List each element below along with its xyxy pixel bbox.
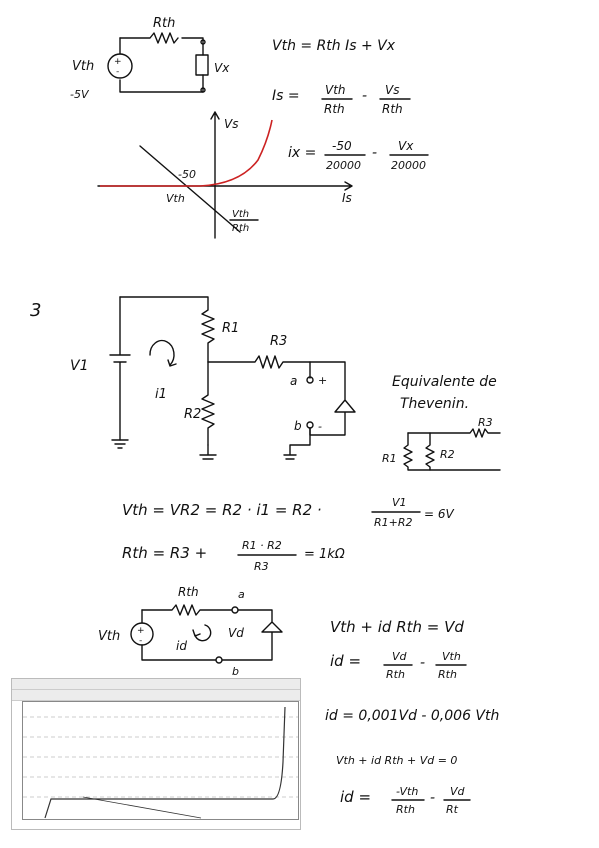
bottom-minus: - xyxy=(139,636,142,646)
top-eq3-den2: 20000 xyxy=(391,159,426,172)
bottom-eq2-num1: Vd xyxy=(392,650,408,663)
bottom-eq2-den2: Rth xyxy=(438,668,457,681)
v1-label: V1 xyxy=(70,358,88,374)
bottom-eq1: Vth + id Rth = Vd xyxy=(330,618,464,636)
sim-toolbar-2 xyxy=(12,690,300,701)
bottom-eq5-den1: Rth xyxy=(396,803,415,816)
sim-load-line xyxy=(82,796,202,819)
graph-vth-label: Vth xyxy=(166,192,185,205)
sim-toolbar xyxy=(12,679,300,690)
bottom-a-label: a xyxy=(238,588,245,601)
sim-iv-trace xyxy=(44,706,286,819)
eq-vth-den: R1+R2 xyxy=(374,516,413,529)
bottom-rth-label: Rth xyxy=(178,585,199,599)
thev-r1-label: R1 xyxy=(382,452,397,465)
middle-equations: Vth = VR2 = R2 · i1 = R2 · V1 R1+R2 = 6V… xyxy=(122,496,455,573)
red-iv-curve xyxy=(100,119,273,187)
bottom-vth-label: Vth xyxy=(98,629,120,644)
bottom-eq5-num1: -Vth xyxy=(396,785,418,798)
bottom-eq5-lhs: id = xyxy=(340,788,371,806)
section-number: 3 xyxy=(30,300,41,321)
bottom-eq2-num2: Vth xyxy=(442,650,461,663)
thevenin-title-2: Thevenin. xyxy=(400,396,469,412)
top-vx-label: Vx xyxy=(214,61,230,75)
top-eq3-den1: 20000 xyxy=(326,159,361,172)
sim-plot-area xyxy=(22,701,299,820)
top-rth-label: Rth xyxy=(153,16,175,31)
graph-minus50-label: -50 xyxy=(178,168,196,181)
top-eq2-lhs: Is = xyxy=(272,88,300,104)
eq-rth-den: R3 xyxy=(254,560,269,573)
r3-label: R3 xyxy=(270,334,287,349)
bottom-eq2-lhs: id = xyxy=(330,652,361,670)
r2-label: R2 xyxy=(184,407,201,422)
node-a-label: a xyxy=(290,374,297,388)
simulation-screenshot xyxy=(11,678,301,830)
sim-plot-svg xyxy=(23,706,298,819)
eq-rth-num: R1 · R2 xyxy=(242,539,282,552)
top-graph: Vs Is -50 Vth Vth Rth xyxy=(97,111,353,239)
bottom-eq4: Vth + id Rth + Vd = 0 xyxy=(336,754,457,767)
graph-vth-over-label: Vth xyxy=(232,209,249,220)
top-equations: Vth = Rth Is + Vx Is = Vth Rth - Vs Rth … xyxy=(272,38,429,172)
eq-vth-num: V1 xyxy=(392,496,407,509)
graph-vs-label: Vs xyxy=(224,117,238,131)
bottom-eq5-den2: Rt xyxy=(446,803,459,816)
bottom-eq2-den1: Rth xyxy=(386,668,405,681)
i1-label: i1 xyxy=(155,387,167,402)
thev-r3-label: R3 xyxy=(478,416,493,429)
bottom-b-label: b xyxy=(232,665,239,678)
eq-rth-result: = 1kΩ xyxy=(304,547,345,562)
middle-circuit: V1 R1 R2 R3 i1 a + b - xyxy=(70,296,356,460)
bottom-eq2-minus: - xyxy=(420,655,425,671)
top-eq1: Vth = Rth Is + Vx xyxy=(272,38,396,54)
top-eq2-num2: Vs xyxy=(385,83,399,97)
eq-vth-result: = 6V xyxy=(424,507,455,521)
top-eq2-den1: Rth xyxy=(324,102,345,116)
thevenin-equivalent: Equivalente de Thevenin. R1 R2 R3 xyxy=(382,374,501,471)
top-eq3-minus: - xyxy=(372,145,377,161)
bottom-eq3: id = 0,001Vd - 0,006 Vth xyxy=(325,708,499,724)
r1-label: R1 xyxy=(222,321,239,336)
bottom-equations: Vth + id Rth = Vd id = Vd Rth - Vth Rth … xyxy=(325,618,499,816)
top-eq3-num2: Vx xyxy=(398,139,414,153)
bottom-circuit: + - Rth a Vth id Vd b xyxy=(98,585,283,678)
top-circuit: + - Rth Vx Vth -5V xyxy=(70,16,230,101)
node-a-plus: + xyxy=(318,374,327,387)
bottom-eq5-num2: Vd xyxy=(450,785,466,798)
graph-is-label: Is xyxy=(342,191,352,205)
bottom-id-label: id xyxy=(176,639,187,653)
eq-rth-lhs: Rth = R3 + xyxy=(122,544,207,562)
top-eq3-lhs: ix = xyxy=(288,145,316,161)
top-eq2-den2: Rth xyxy=(382,102,403,116)
eq-vth: Vth = VR2 = R2 · i1 = R2 · xyxy=(122,501,322,519)
thevenin-title-1: Equivalente de xyxy=(392,374,497,390)
top-eq3-num1: -50 xyxy=(332,139,352,153)
bottom-eq5-minus: - xyxy=(430,790,435,806)
bottom-plus: + xyxy=(137,626,145,636)
bottom-vd-label: Vd xyxy=(228,626,244,640)
top-eq2-minus: - xyxy=(362,88,367,104)
top-eq2-num1: Vth xyxy=(325,83,346,97)
top-vth-value: -5V xyxy=(70,88,90,101)
top-vth-label: Vth xyxy=(72,59,94,74)
node-b-label: b xyxy=(294,419,302,433)
node-b-minus: - xyxy=(318,420,322,433)
graph-rth-label: Rth xyxy=(232,223,249,234)
top-plus: + xyxy=(114,57,122,67)
top-minus: - xyxy=(116,67,119,77)
thev-r2-label: R2 xyxy=(440,448,455,461)
